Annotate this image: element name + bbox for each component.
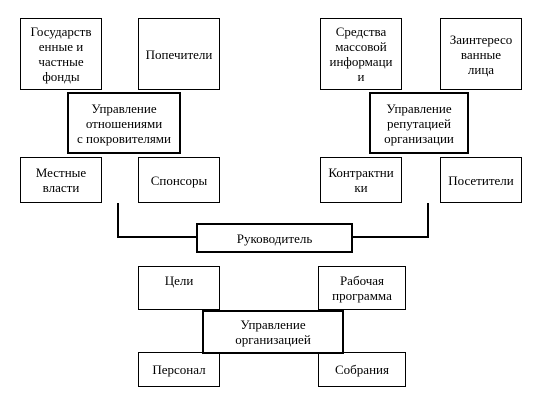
node-upr-reputaciya-label: Управление репутацией организации	[384, 100, 454, 146]
node-kontraktniki-label: Контрактни ки	[328, 165, 394, 195]
node-rukovoditel: Руководитель	[196, 223, 353, 253]
node-upr-pokroviteli: Управление отношениями с покровителями	[67, 92, 181, 154]
node-mestnye-vlasti-label: Местные власти	[35, 165, 87, 195]
node-sobraniya-label: Собрания	[335, 362, 389, 377]
node-upr-reputaciya: Управление репутацией организации	[369, 92, 469, 154]
node-sponsory-label: Спонсоры	[150, 172, 208, 188]
node-celi-label: Цели	[164, 273, 194, 288]
node-popechiteli: Попечители	[138, 18, 220, 90]
node-personal: Персонал	[138, 352, 220, 387]
node-upr-organizaciya-label: Управление организацией	[235, 317, 311, 347]
node-upr-pokroviteli-label: Управление отношениями с покровителями	[77, 100, 171, 146]
node-sponsory: Спонсоры	[138, 157, 220, 203]
node-upr-organizaciya: Управление организацией	[202, 310, 344, 354]
node-personal-label: Персонал	[152, 362, 206, 377]
node-smi-label: Средства массовой информаци и	[329, 24, 393, 84]
node-celi: Цели	[138, 266, 220, 310]
node-gos-fondy: Государств енные и частные фонды	[20, 18, 102, 90]
node-sobraniya: Собрания	[318, 352, 406, 387]
node-kontraktniki: Контрактни ки	[320, 157, 402, 203]
node-popechiteli-label: Попечители	[145, 46, 213, 62]
node-zainteresovannye-label: Заинтересо ванные лица	[449, 31, 513, 77]
node-gos-fondy-label: Государств енные и частные фонды	[30, 24, 92, 84]
node-rabochaya-programma: Рабочая программа	[318, 266, 406, 310]
connector-left	[117, 203, 197, 238]
node-rabochaya-programma-label: Рабочая программа	[332, 273, 392, 303]
node-zainteresovannye: Заинтересо ванные лица	[440, 18, 522, 90]
node-posetiteli: Посетители	[440, 157, 522, 203]
node-rukovoditel-label: Руководитель	[236, 230, 313, 246]
connector-right	[352, 203, 429, 238]
node-mestnye-vlasti: Местные власти	[20, 157, 102, 203]
node-posetiteli-label: Посетители	[448, 172, 514, 188]
node-smi: Средства массовой информаци и	[320, 18, 402, 90]
